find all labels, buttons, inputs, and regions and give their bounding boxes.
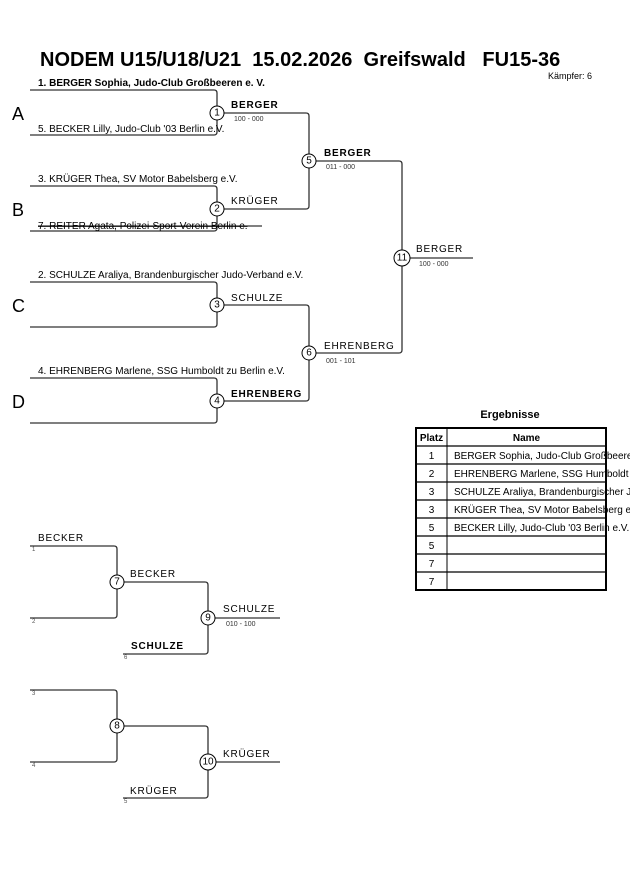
- table-border: [415, 427, 607, 591]
- svg-text:2: 2: [214, 204, 220, 215]
- column-header-place: Platz: [420, 433, 443, 444]
- pool-letter-a: A: [12, 104, 24, 124]
- pool-letter-d: D: [12, 392, 25, 412]
- svg-text:11: 11: [397, 253, 408, 264]
- fight-7: 7: [109, 574, 125, 590]
- result-name: BERGER Sophia, Judo-Club Großbeeren e. V…: [454, 451, 630, 462]
- result-name: SCHULZE Araliya, Brandenburgischer Judo-…: [454, 487, 630, 498]
- slot-number: 2: [32, 619, 36, 625]
- fight-1: 1: [209, 105, 225, 121]
- winner-final: BERGER: [416, 244, 463, 255]
- repechage-lines: [30, 545, 280, 799]
- svg-text:1: 1: [214, 108, 220, 119]
- slot-number: 4: [32, 763, 36, 769]
- winner-fight-3: SCHULZE: [231, 293, 283, 304]
- svg-text:3: 3: [214, 300, 220, 311]
- fight-8: 8: [109, 718, 125, 734]
- svg-text:5: 5: [306, 156, 312, 167]
- result-name: KRÜGER Thea, SV Motor Babelsberg e.V.: [454, 504, 630, 516]
- result-place: 7: [429, 577, 435, 588]
- winner-fight-10: KRÜGER: [223, 748, 271, 760]
- entrant-pool-c-top: 2. SCHULZE Araliya, Brandenburgischer Ju…: [38, 270, 303, 281]
- svg-text:10: 10: [202, 757, 214, 768]
- results-title: Ergebnisse: [480, 409, 539, 421]
- slot-number: 3: [32, 691, 36, 697]
- repechage-entrant-fight-9: SCHULZE: [131, 641, 184, 652]
- svg-text:4: 4: [214, 396, 220, 407]
- fight-2: 2: [209, 201, 225, 217]
- entrant-pool-b-top: 3. KRÜGER Thea, SV Motor Babelsberg e.V.: [38, 173, 238, 185]
- fight-11: 11: [393, 249, 411, 267]
- winner-fight-9: SCHULZE: [223, 604, 275, 615]
- score-fight-5: 011 - 000: [326, 164, 355, 171]
- fighter-count: Kämpfer: 6: [548, 71, 592, 81]
- slot-number: 6: [124, 655, 128, 661]
- svg-text:6: 6: [306, 348, 312, 359]
- repechage-entrant-fight-10: KRÜGER: [130, 785, 178, 797]
- fight-4: 4: [209, 393, 225, 409]
- svg-text:8: 8: [114, 721, 120, 732]
- winner-fight-6: EHRENBERG: [324, 341, 395, 352]
- repechage-entrant-top: BECKER: [38, 533, 84, 544]
- winner-fight-7: BECKER: [130, 569, 176, 580]
- svg-text:9: 9: [205, 613, 211, 624]
- result-place: 3: [429, 505, 435, 516]
- entrant-pool-a-top: 1. BERGER Sophia, Judo-Club Großbeeren e…: [38, 78, 265, 89]
- score-fight-6: 001 - 101: [326, 358, 356, 365]
- result-place: 5: [429, 523, 435, 534]
- entrant-pool-d-top: 4. EHRENBERG Marlene, SSG Humboldt zu Be…: [38, 366, 285, 377]
- slot-number: 1: [32, 547, 36, 553]
- winner-fight-1: BERGER: [231, 100, 279, 111]
- result-place: 5: [429, 541, 435, 552]
- svg-text:7: 7: [114, 577, 120, 588]
- result-place: 2: [429, 469, 435, 480]
- score-fight-1: 100 - 000: [234, 116, 264, 123]
- winner-fight-5: BERGER: [324, 148, 372, 159]
- score-fight-9: 010 - 100: [226, 621, 256, 628]
- result-place: 1: [429, 451, 435, 462]
- score-final: 100 - 000: [419, 261, 449, 268]
- entrant-pool-a-bottom: 5. BECKER Lilly, Judo-Club '03 Berlin e.…: [38, 124, 224, 135]
- fight-10: 10: [199, 753, 217, 771]
- result-place: 3: [429, 487, 435, 498]
- fight-3: 3: [209, 297, 225, 313]
- fight-9: 9: [200, 610, 216, 626]
- fight-6: 6: [301, 345, 317, 361]
- winner-fight-4: EHRENBERG: [231, 389, 302, 400]
- results-table: Platz Name 1 BERGER Sophia, Judo-Club Großb…: [415, 427, 630, 591]
- result-name: EHRENBERG Marlene, SSG Humboldt zu Berli…: [454, 469, 630, 480]
- pool-letter-c: C: [12, 296, 25, 316]
- result-place: 7: [429, 559, 435, 570]
- winner-fight-2: KRÜGER: [231, 195, 279, 207]
- fight-5: 5: [301, 153, 317, 169]
- column-header-name: Name: [513, 433, 541, 444]
- slot-number: 5: [124, 799, 128, 805]
- result-name: BECKER Lilly, Judo-Club '03 Berlin e.V.: [454, 523, 629, 534]
- pool-letter-b: B: [12, 200, 24, 220]
- page-title: NODEM U15/U18/U21 15.02.2026 Greifswald …: [40, 49, 560, 71]
